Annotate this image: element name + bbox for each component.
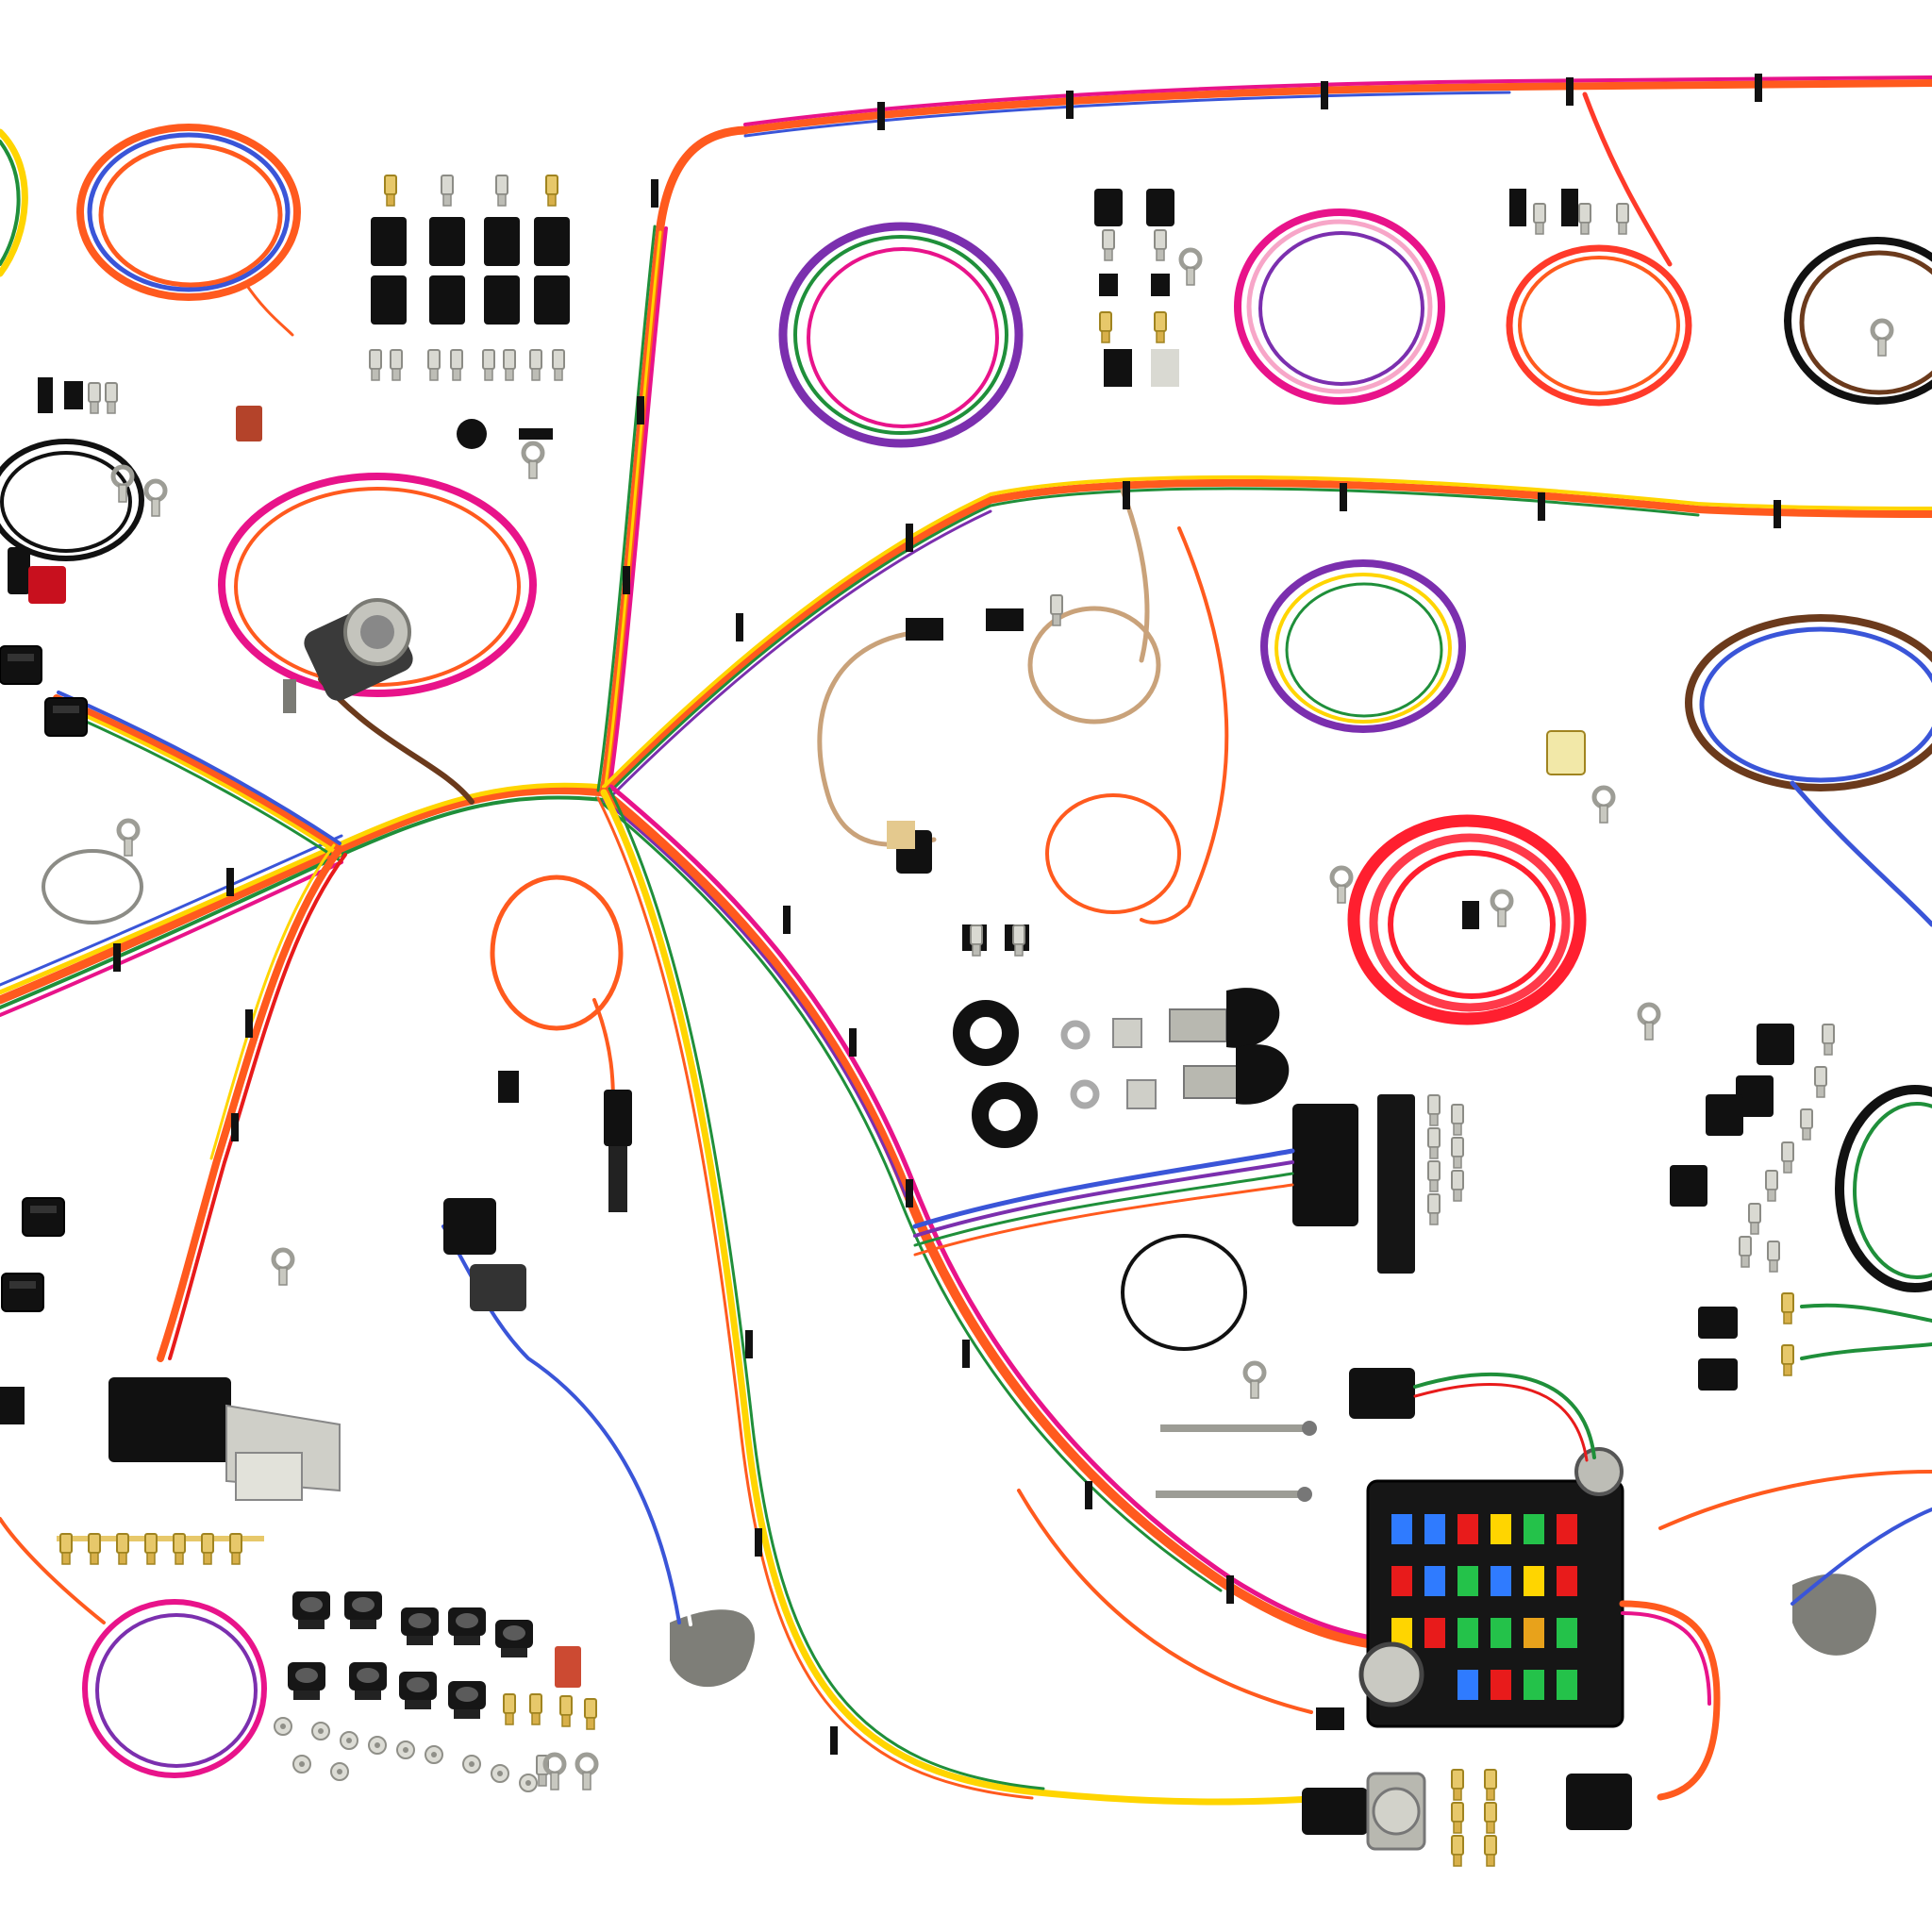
coil-red	[1506, 92, 1692, 407]
coil-black-ground	[1121, 1234, 1247, 1351]
bulkhead-connector	[912, 1094, 1464, 1274]
main-harness-trunk	[0, 75, 1932, 1806]
hardware-mid	[953, 988, 1317, 1502]
wire-coils-top	[0, 92, 1932, 448]
fuse-block	[1358, 1447, 1721, 1801]
starter-solenoid	[1017, 1489, 1632, 1851]
coil-tan	[817, 488, 1161, 847]
fuse-row	[1391, 1514, 1577, 1544]
relay-right	[1349, 1368, 1596, 1462]
hardware-bottom	[57, 1533, 1497, 1867]
coil-yellow-left	[0, 128, 28, 277]
coil-purple-brown-right	[1685, 614, 1932, 927]
coil-pink-white	[1234, 208, 1445, 405]
wire-coils-middle	[0, 439, 1932, 1778]
terminal-strip	[57, 1533, 264, 1565]
pigtail-connectors	[441, 1071, 1932, 1688]
connectors-left	[0, 547, 88, 1424]
coil-pink-bottom	[0, 1517, 267, 1778]
coil-purple-yellow	[1260, 559, 1466, 733]
fuse-row	[1457, 1670, 1577, 1700]
fuse-row	[1391, 1618, 1577, 1648]
relay-sockets	[369, 175, 570, 478]
ignition-switch	[283, 598, 413, 713]
coil-orange-thin	[1045, 526, 1229, 924]
coil-red-battery	[1347, 814, 1587, 1025]
coil-black-brown	[1784, 237, 1932, 405]
connector-packs	[38, 189, 1891, 516]
fuse-row	[1391, 1566, 1577, 1596]
headlight-switch	[108, 1377, 341, 1501]
coil-grey-left	[42, 849, 143, 924]
bulb-sockets	[288, 1591, 581, 1719]
coil-orange-blue	[76, 124, 301, 337]
cable-ties	[113, 74, 1781, 1755]
connectors-right	[1670, 1024, 1932, 1391]
coil-pink-ignition	[218, 473, 537, 805]
flasher-can	[1358, 1641, 1424, 1707]
coil-black-left	[0, 439, 144, 561]
coil-purple-green	[778, 222, 1024, 448]
connectors-middle	[119, 594, 1658, 1398]
coil-black-green-right	[1835, 1085, 1932, 1292]
flasher-can	[1574, 1447, 1624, 1496]
